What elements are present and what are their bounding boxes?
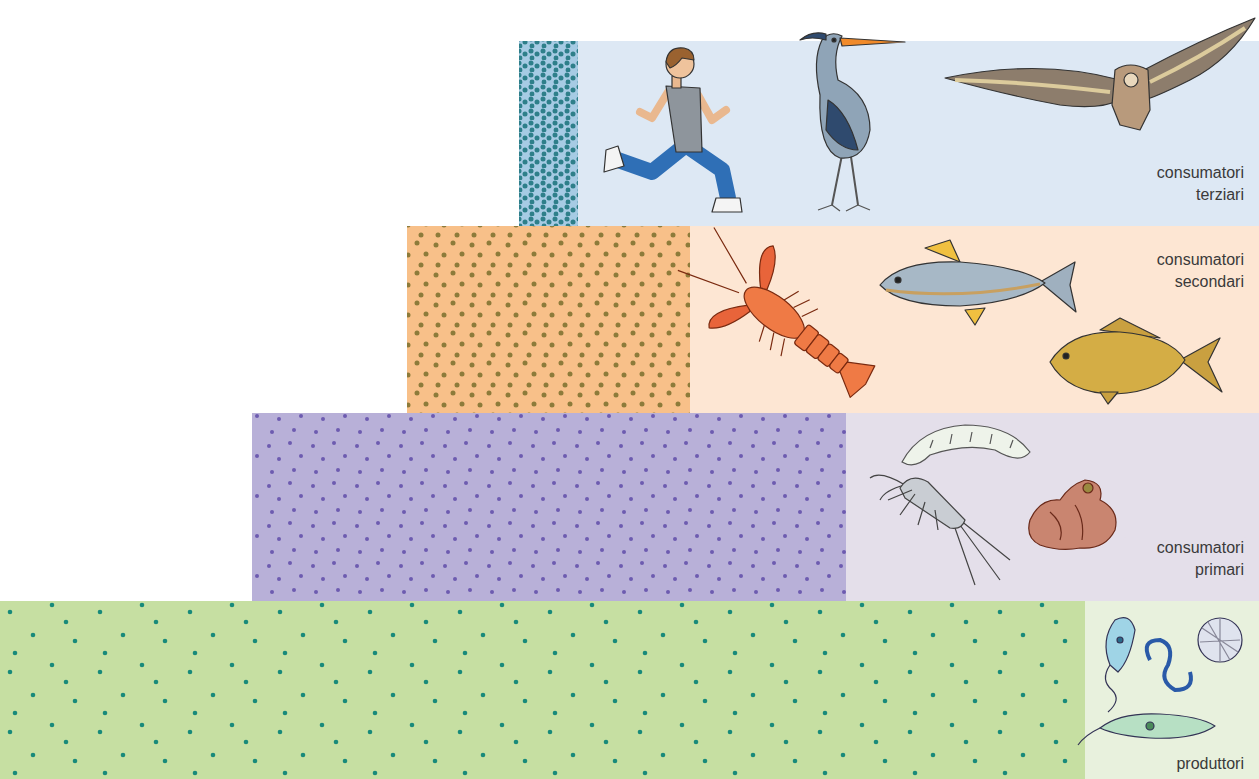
level-label: produttori [1173, 753, 1247, 775]
level-label: consumatori primari [1123, 537, 1247, 581]
level-name: consumatori terziari [1157, 164, 1244, 203]
level-label: consumatori terziari [1123, 162, 1247, 206]
trophic-level-band: consumatori primari [252, 413, 1259, 601]
trophic-level-band: consumatori terziari [519, 41, 1259, 226]
trophic-level-band: produttori [0, 601, 1259, 779]
trophic-level-band: consumatori secondari [407, 226, 1259, 413]
level-name: consumatori primari [1157, 539, 1244, 578]
level-name: consumatori secondari [1157, 251, 1244, 290]
level-label: consumatori secondari [1123, 249, 1247, 293]
level-name: produttori [1176, 755, 1244, 772]
